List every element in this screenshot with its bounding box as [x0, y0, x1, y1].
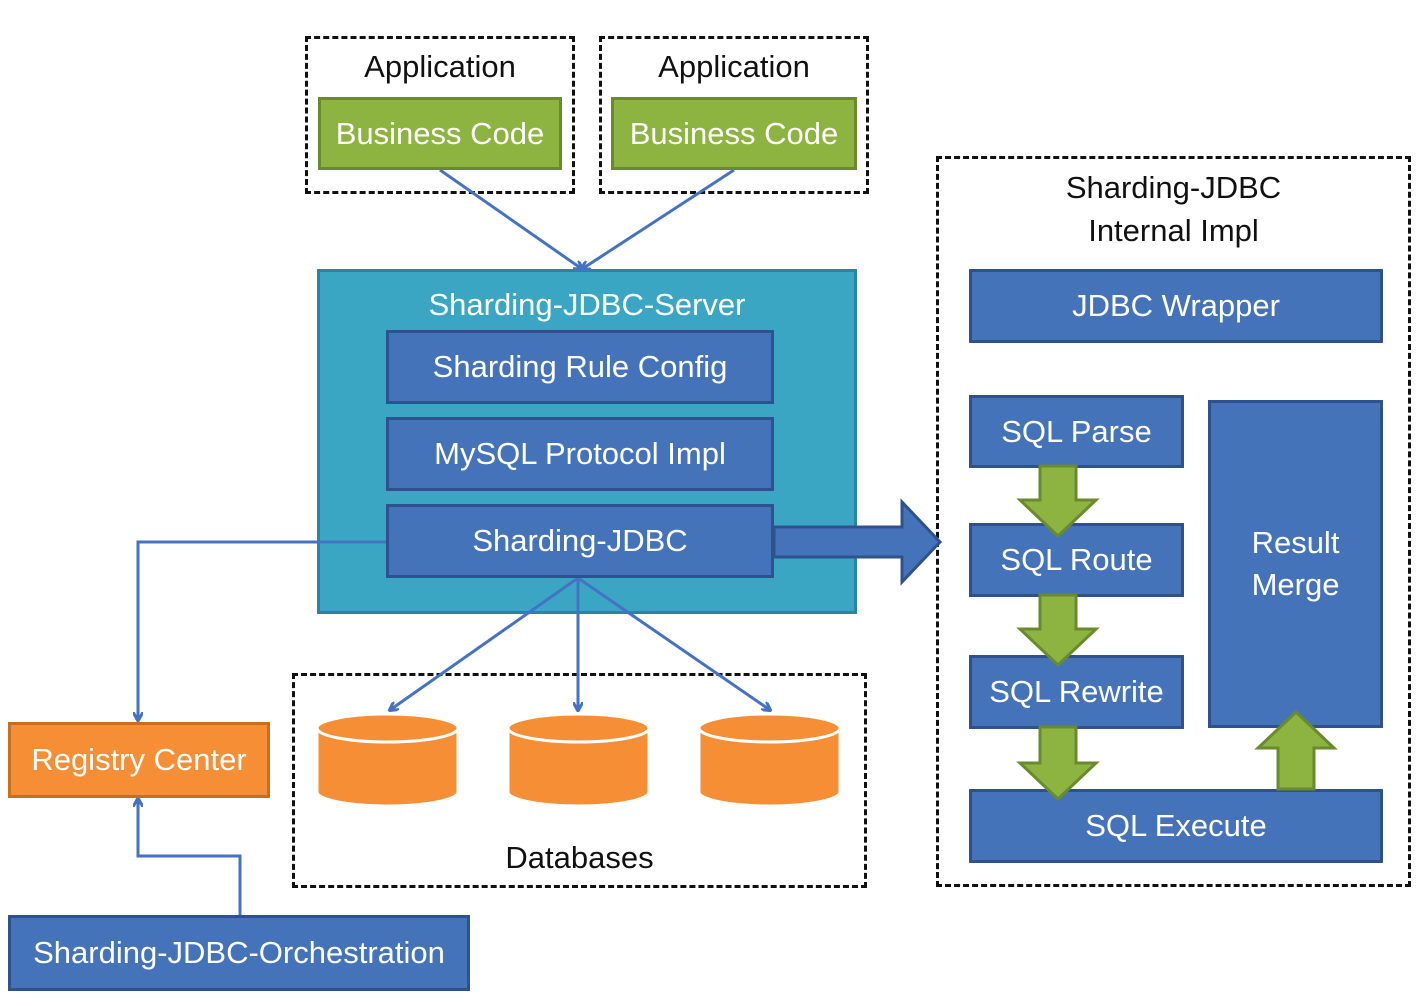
jdbc-to-db3-arrow	[577, 576, 770, 710]
jdbc-to-db1-arrow	[390, 576, 579, 710]
sharding-jdbc-box: Sharding-JDBC	[386, 504, 774, 578]
internal-impl-group	[936, 156, 1411, 887]
app1-to-server-arrow	[439, 168, 582, 269]
sql-parse-box: SQL Parse	[969, 395, 1184, 468]
registry-center-box: Registry Center	[8, 722, 270, 798]
application-group-2	[599, 36, 869, 194]
route-to-rewrite-arrow	[1016, 593, 1100, 668]
sql-execute-box: SQL Execute	[969, 789, 1383, 863]
application-label-1: Application	[364, 49, 516, 84]
database-icon-3	[697, 712, 842, 808]
jdbc-wrapper-box: JDBC Wrapper	[969, 269, 1383, 343]
result-merge-box: Result Merge	[1208, 400, 1383, 728]
business-code-box-1: Business Code	[318, 97, 562, 170]
execute-to-merge-arrow	[1254, 709, 1338, 791]
orchestration-to-registry-arrow	[138, 799, 242, 915]
server-title: Sharding-JDBC-Server	[428, 287, 746, 322]
sql-rewrite-box: SQL Rewrite	[969, 655, 1184, 729]
databases-label: Databases	[505, 840, 654, 875]
rewrite-to-execute-arrow	[1016, 725, 1100, 802]
application-group-1	[305, 36, 575, 194]
mysql-protocol-impl-box: MySQL Protocol Impl	[386, 417, 774, 491]
orchestration-box: Sharding-JDBC-Orchestration	[8, 915, 470, 991]
parse-to-route-arrow	[1016, 464, 1100, 539]
jdbc-to-registry-arrow	[138, 540, 386, 720]
sharding-rule-config-box: Sharding Rule Config	[386, 330, 774, 404]
jdbc-to-internal-block-arrow	[772, 498, 943, 586]
application-label-2: Application	[658, 49, 810, 84]
database-icon-1	[315, 712, 460, 808]
app2-to-server-arrow	[582, 168, 735, 269]
internal-impl-title: Sharding-JDBC Internal Impl	[1065, 170, 1282, 249]
database-icon-2	[506, 712, 651, 808]
sql-route-box: SQL Route	[969, 523, 1184, 597]
business-code-box-2: Business Code	[611, 97, 857, 170]
